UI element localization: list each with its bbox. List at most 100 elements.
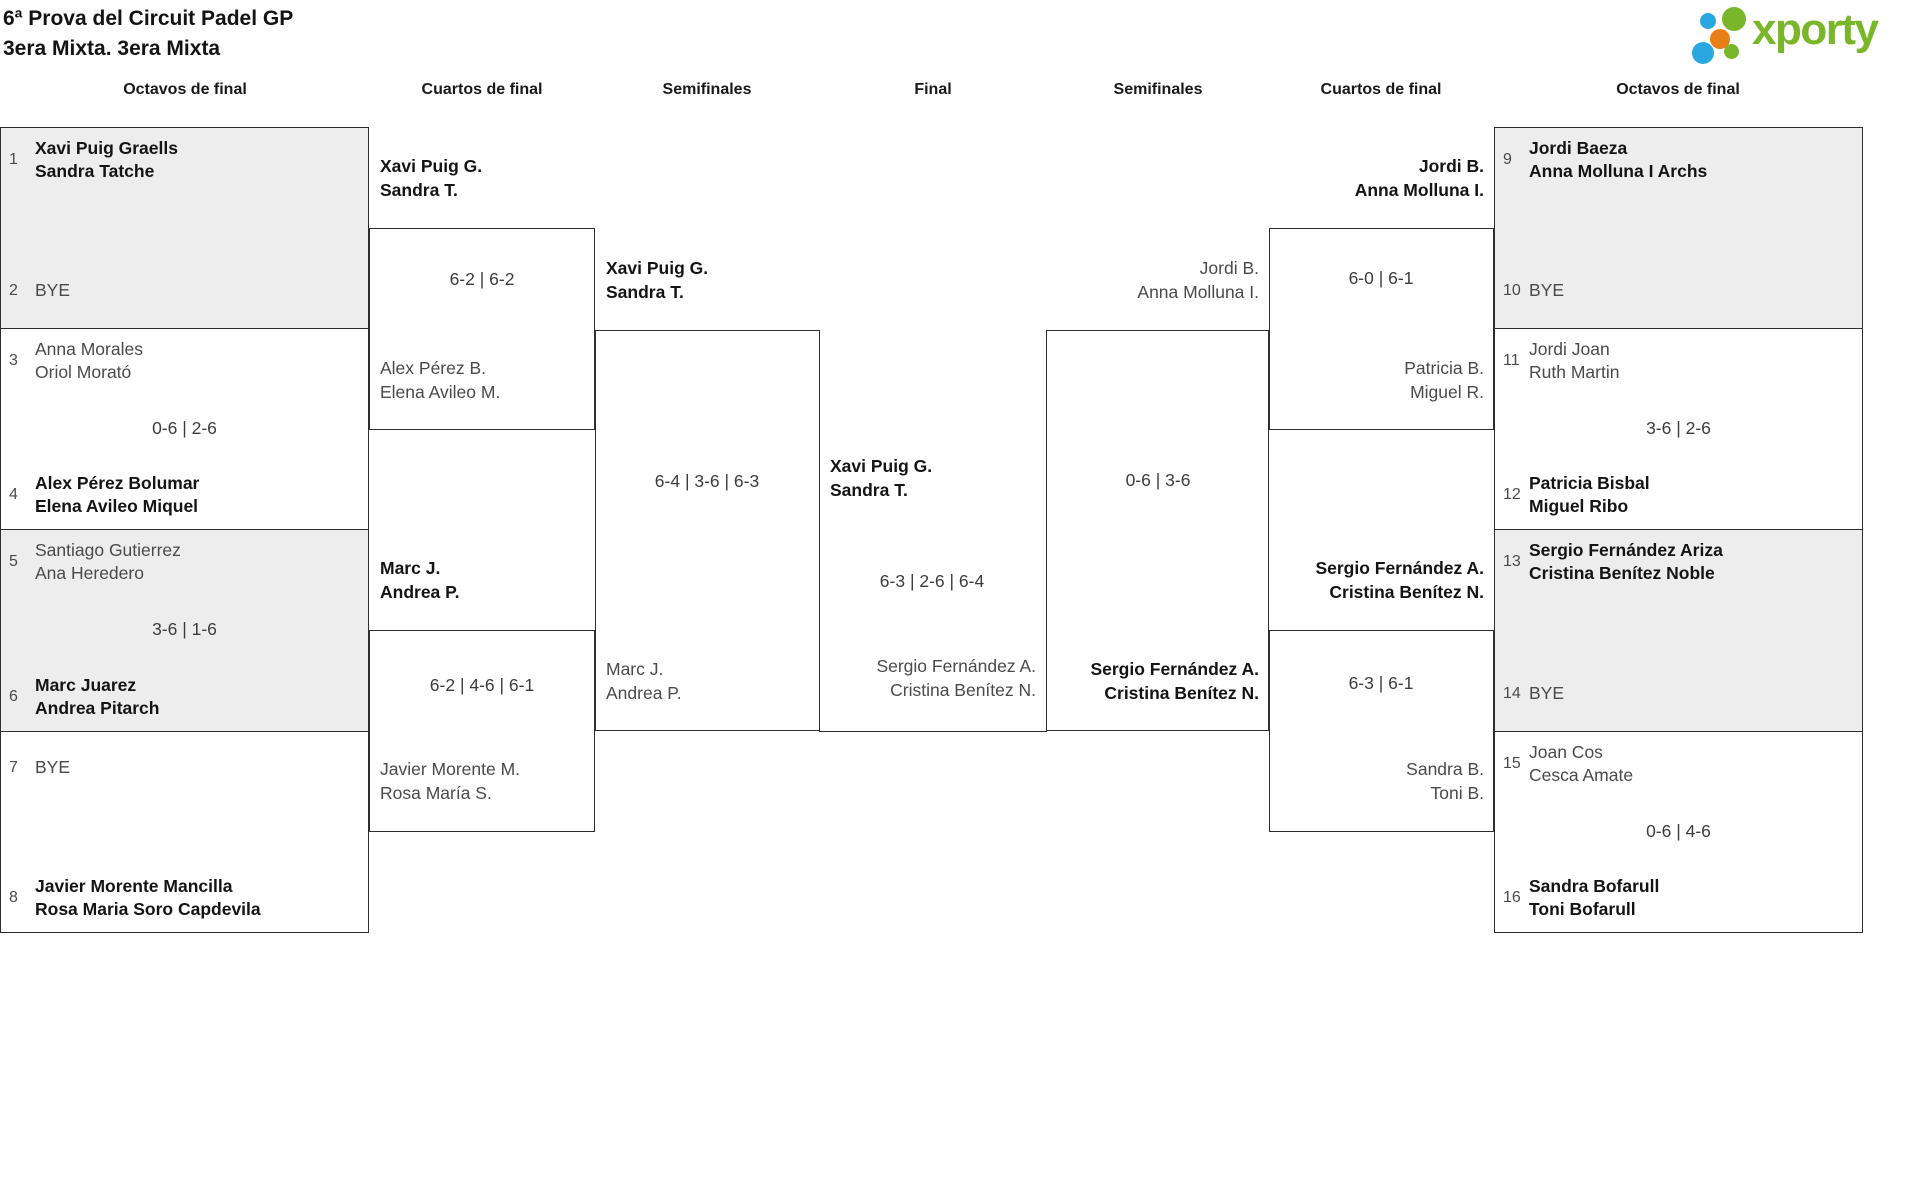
logo-wordmark: xporty [1752, 5, 1879, 54]
seed-number: 6 [9, 688, 18, 705]
round-header-final: Final [914, 81, 952, 98]
seed-number: 15 [1503, 755, 1521, 772]
entrant-label[interactable]: Sergio Fernández A.Cristina Benítez N. [1315, 558, 1484, 602]
entrant-label[interactable]: Marc J.Andrea P. [606, 659, 682, 703]
match-score: 6-0 | 6-1 [1348, 268, 1414, 288]
entrant-label[interactable]: Patricia B.Miguel R. [1404, 358, 1484, 402]
match-score: 6-4 | 3-6 | 6-3 [654, 471, 760, 491]
match-score: 3-6 | 1-6 [152, 619, 217, 639]
team-entry[interactable]: 7 BYE [9, 756, 70, 779]
entrant-label[interactable]: Javier Morente M.Rosa María S. [380, 759, 521, 803]
seed-number: 14 [1503, 684, 1521, 702]
category-name: 3era Mixta. 3era Mixta [3, 37, 221, 60]
seed-number: 11 [1503, 352, 1520, 369]
seed-number: 3 [9, 352, 18, 369]
round-header-cuartos-right: Cuartos de final [1320, 81, 1442, 98]
qf-right-top-box [1269, 228, 1494, 430]
round-header-octavos-left: Octavos de final [123, 81, 247, 98]
seed-number: 9 [1503, 151, 1512, 168]
seed-number: 7 [9, 758, 18, 776]
seed-number: 1 [9, 151, 18, 168]
seed-number: 16 [1503, 889, 1521, 906]
match-score: 6-2 | 4-6 | 6-1 [429, 675, 535, 695]
team-names: BYE [1529, 280, 1565, 300]
match-score: 6-3 | 2-6 | 6-4 [879, 571, 985, 591]
entrant-label[interactable]: Sandra B.Toni B. [1406, 759, 1484, 803]
entrant-label[interactable]: Alex Pérez B.Elena Avileo M. [380, 358, 501, 402]
xporty-logo: xporty [1690, 0, 1900, 70]
entrant-label[interactable]: Sergio Fernández A.Cristina Benítez N. [876, 656, 1036, 700]
logo-dot-icon [1724, 44, 1739, 59]
round-header-semis-left: Semifinales [662, 81, 752, 98]
logo-dot-icon [1710, 29, 1730, 49]
entrant-label-final-winner[interactable]: Xavi Puig G.Sandra T. [830, 456, 933, 500]
entrant-label[interactable]: Jordi B.Anna Molluna I. [1137, 258, 1259, 302]
entrant-label[interactable]: Sergio Fernández A.Cristina Benítez N. [1090, 659, 1259, 703]
seed-number: 12 [1503, 486, 1521, 503]
seed-number: 4 [9, 486, 18, 503]
team-entry[interactable]: 10 BYE [1503, 279, 1564, 302]
match-score: 3-6 | 2-6 [1646, 418, 1711, 438]
team-names: BYE [1529, 683, 1565, 703]
page-title: 6ª Prova del Circuit Padel GP 3era Mixta… [3, 4, 293, 64]
qf-left-bottom-box [369, 630, 595, 832]
round-header-octavos-right: Octavos de final [1616, 81, 1740, 98]
match-score: 6-2 | 6-2 [449, 269, 515, 289]
round-header-cuartos-left: Cuartos de final [421, 81, 543, 98]
qf-right-bottom-box [1269, 630, 1494, 832]
entrant-label[interactable]: Xavi Puig G.Sandra T. [380, 156, 483, 200]
logo-dot-icon [1700, 13, 1716, 29]
match-score: 0-6 | 3-6 [1125, 470, 1191, 490]
logo-dot-icon [1692, 42, 1714, 64]
seed-number: 10 [1503, 281, 1521, 299]
team-names: BYE [35, 280, 71, 300]
round-header-semis-right: Semifinales [1113, 81, 1203, 98]
match-score: 6-3 | 6-1 [1348, 673, 1414, 693]
entrant-label[interactable]: Marc J.Andrea P. [380, 558, 460, 602]
team-entry[interactable]: 14 BYE [1503, 682, 1564, 705]
seed-number: 2 [9, 281, 18, 299]
entrant-label[interactable]: Jordi B.Anna Molluna I. [1354, 156, 1484, 200]
entrant-label[interactable]: Xavi Puig G.Sandra T. [606, 258, 709, 302]
seed-number: 13 [1503, 553, 1521, 570]
team-entry[interactable]: 2 BYE [9, 279, 70, 302]
tournament-name: 6ª Prova del Circuit Padel GP [3, 7, 294, 30]
logo-dot-icon [1722, 7, 1746, 31]
seed-number: 8 [9, 889, 18, 906]
seed-number: 5 [9, 553, 18, 570]
match-score: 0-6 | 2-6 [152, 418, 217, 438]
